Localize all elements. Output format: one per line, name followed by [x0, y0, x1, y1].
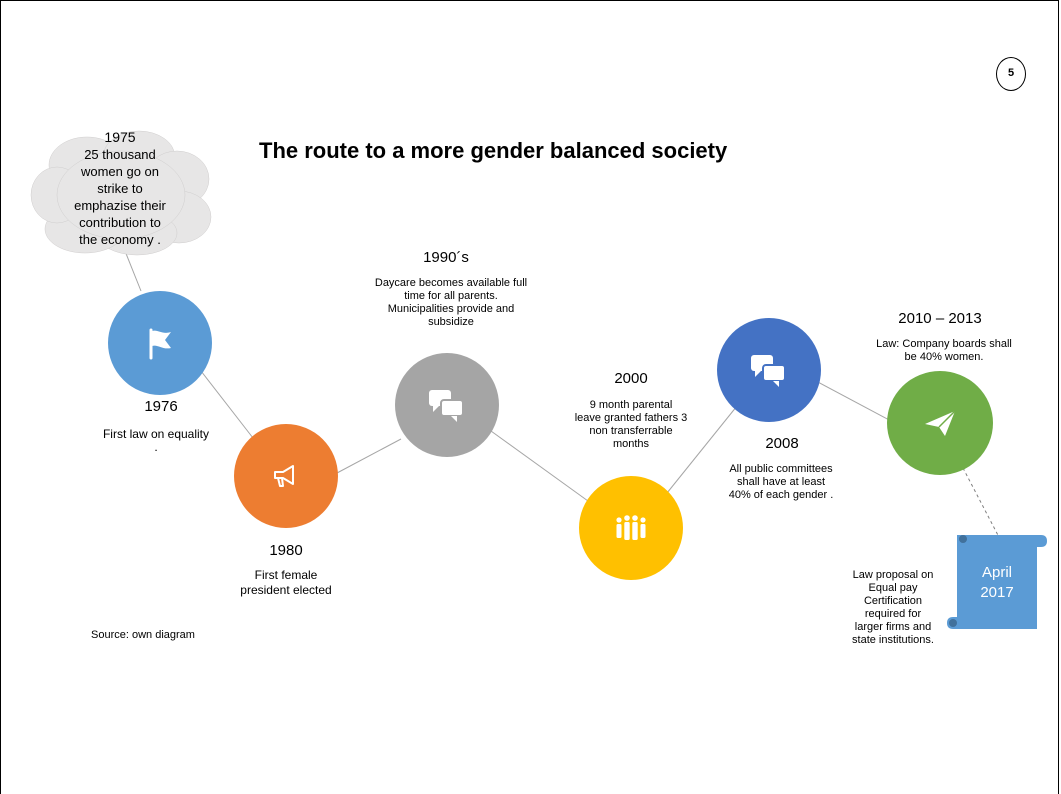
cloud-line-5: contribution to — [79, 215, 161, 230]
desc-1990-line-2: time for all parents. — [404, 290, 498, 302]
circle-2000 — [579, 476, 683, 580]
connector-2000-2008 — [666, 405, 738, 494]
year-2010: 2010 – 2013 — [898, 310, 982, 327]
proposal-text: Law proposal on Equal pay Certification … — [837, 569, 949, 647]
scroll-shape — [947, 535, 1047, 629]
desc-2010-line-1: Law: Company boards shall — [876, 338, 1012, 350]
scroll-line-2: 2017 — [980, 584, 1014, 601]
desc-2000-line-2: leave granted fathers 3 — [574, 412, 688, 424]
flag-icon — [149, 328, 171, 360]
desc-1980: First female president elected — [221, 568, 351, 598]
circle-2010 — [887, 371, 993, 475]
desc-2008-line-3: 40% of each gender . — [728, 489, 834, 501]
desc-1990-line-3: Municipalities provide and — [387, 303, 515, 315]
circle-1990 — [395, 353, 499, 457]
cloud-year: 1975 — [104, 129, 136, 145]
proposal-line-1: Law proposal on — [852, 569, 934, 581]
circle-1976 — [108, 291, 212, 395]
scroll-content: April 2017 — [957, 563, 1037, 603]
paper-plane-icon — [925, 410, 956, 436]
circle-1980 — [234, 424, 338, 528]
connector-1980-1990 — [336, 438, 402, 474]
circle-2008 — [717, 318, 821, 422]
chat-bubbles-icon — [751, 355, 786, 387]
desc-1976: First law on equality . — [71, 427, 241, 454]
cloud-line-2: women go on — [80, 164, 160, 179]
connector-1976-1980 — [200, 370, 254, 439]
connector-1990-2000 — [490, 430, 589, 502]
connector-2008-2010 — [815, 380, 892, 422]
desc-1990-line-1: Daycare becomes available full — [374, 277, 528, 289]
desc-1980-line-1: First female — [254, 568, 318, 582]
proposal-line-6: state institutions. — [852, 634, 934, 646]
year-1976: 1976 — [144, 398, 178, 415]
desc-2010-line-2: be 40% women. — [904, 351, 984, 363]
scroll-line-1: April — [981, 564, 1012, 581]
chat-bubbles-icon — [429, 390, 464, 422]
megaphone-icon — [274, 465, 294, 487]
year-1980: 1980 — [269, 542, 303, 559]
desc-2000-line-3: non transferrable — [589, 425, 673, 437]
desc-2008-line-1: All public committees — [729, 463, 833, 475]
cloud-content: 1975 25 thousand women go on strike to e… — [55, 129, 185, 248]
cloud-line-1: 25 thousand — [84, 147, 156, 162]
year-1990: 1990´s — [423, 249, 469, 266]
desc-1990: Daycare becomes available full time for … — [361, 277, 541, 329]
year-2000: 2000 — [614, 370, 648, 387]
page-number: 5 — [996, 57, 1026, 91]
desc-2000-line-4: months — [612, 438, 650, 450]
desc-2000: 9 month parental leave granted fathers 3… — [549, 399, 713, 451]
desc-2008-line-2: shall have at least — [736, 476, 826, 488]
proposal-line-3: Certification — [863, 595, 923, 607]
people-icon — [616, 515, 646, 540]
desc-1976-line-2: . — [154, 440, 158, 454]
desc-1980-line-2: president elected — [240, 583, 332, 597]
desc-2000-line-1: 9 month parental — [589, 399, 673, 411]
year-2008: 2008 — [765, 435, 799, 452]
desc-1990-line-4: subsidize — [428, 316, 474, 328]
source-note: Source: own diagram — [91, 629, 195, 641]
connector-2010-scroll — [962, 467, 1002, 542]
proposal-line-5: larger firms and — [854, 621, 932, 633]
cloud-shape — [30, 130, 212, 256]
desc-2008: All public committees shall have at leas… — [703, 463, 859, 502]
page-title: The route to a more gender balanced soci… — [259, 138, 728, 163]
cloud-line-4: emphazise their — [74, 198, 166, 213]
cloud-line-3: strike to — [97, 181, 143, 196]
cloud-line-6: the economy . — [79, 232, 161, 247]
proposal-line-4: required for — [864, 608, 922, 620]
desc-2010: Law: Company boards shall be 40% women. — [859, 338, 1029, 364]
desc-1976-line-1: First law on equality — [102, 427, 210, 441]
proposal-line-2: Equal pay — [868, 582, 918, 594]
